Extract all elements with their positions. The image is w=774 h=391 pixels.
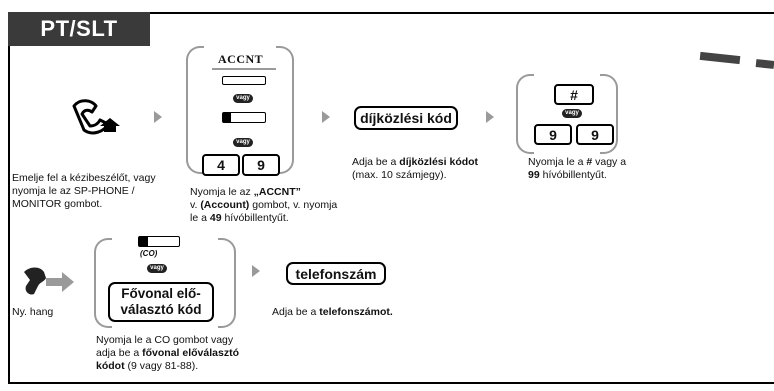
step-arrow-4	[252, 265, 260, 277]
dial-key-9-second[interactable]: 9	[576, 124, 614, 145]
or-badge: vagy	[233, 94, 253, 103]
group-bracket-left	[516, 74, 534, 154]
group-bracket-left	[94, 238, 112, 328]
dial-key-4[interactable]: 4	[202, 154, 240, 176]
accnt-key-label: ACCNT	[218, 52, 264, 66]
step-arrow-2	[322, 111, 330, 123]
group-bracket-right	[600, 74, 618, 154]
step-arrow-3	[486, 111, 494, 123]
or-badge: vagy	[562, 109, 582, 118]
or-badge: vagy	[147, 264, 167, 273]
trunk-access-code-box: Fővonal elő- választó kód	[108, 282, 214, 322]
dial-key-9[interactable]: 9	[242, 154, 280, 176]
hash-key[interactable]: #	[554, 84, 594, 105]
accnt-label-underline	[212, 68, 276, 70]
page-title: PT/SLT	[8, 12, 150, 46]
co-key-label: (CO)	[140, 249, 158, 258]
co-key-button[interactable]	[138, 236, 180, 247]
group-bracket-left	[186, 46, 204, 174]
group-bracket-right	[218, 238, 236, 328]
accnt-key-button[interactable]	[222, 76, 266, 85]
step-arrow-1	[154, 111, 162, 123]
dial-tone-icon	[18, 264, 74, 300]
diagram-frame	[8, 12, 774, 384]
handset-offhook-icon	[70, 96, 126, 142]
charge-code-box: díjközlési kód	[354, 106, 458, 130]
charge-code-caption: Adja be a díjközlési kódot (max. 10 szám…	[352, 156, 479, 181]
phone-number-box: telefonszám	[286, 262, 386, 285]
or-badge: vagy	[233, 138, 253, 147]
group-bracket-right	[276, 46, 294, 174]
dial-key-9-first[interactable]: 9	[534, 124, 572, 145]
offhook-caption: Emelje fel a kézibeszélőt, vagy nyomja l…	[12, 172, 156, 210]
hash-99-caption: Nyomja le a # vagy a 99 hívóbillentyűt.	[528, 156, 627, 181]
co-caption: Nyomja le a CO gombot vagy adja be a főv…	[96, 334, 239, 372]
dial-tone-caption: Ny. hang	[12, 306, 54, 318]
accnt-caption: Nyomja le az „ACCNT” v. (Account) gombot…	[190, 186, 338, 224]
account-key-button[interactable]	[222, 112, 266, 123]
phone-number-caption: Adja be a telefonszámot.	[272, 306, 393, 318]
